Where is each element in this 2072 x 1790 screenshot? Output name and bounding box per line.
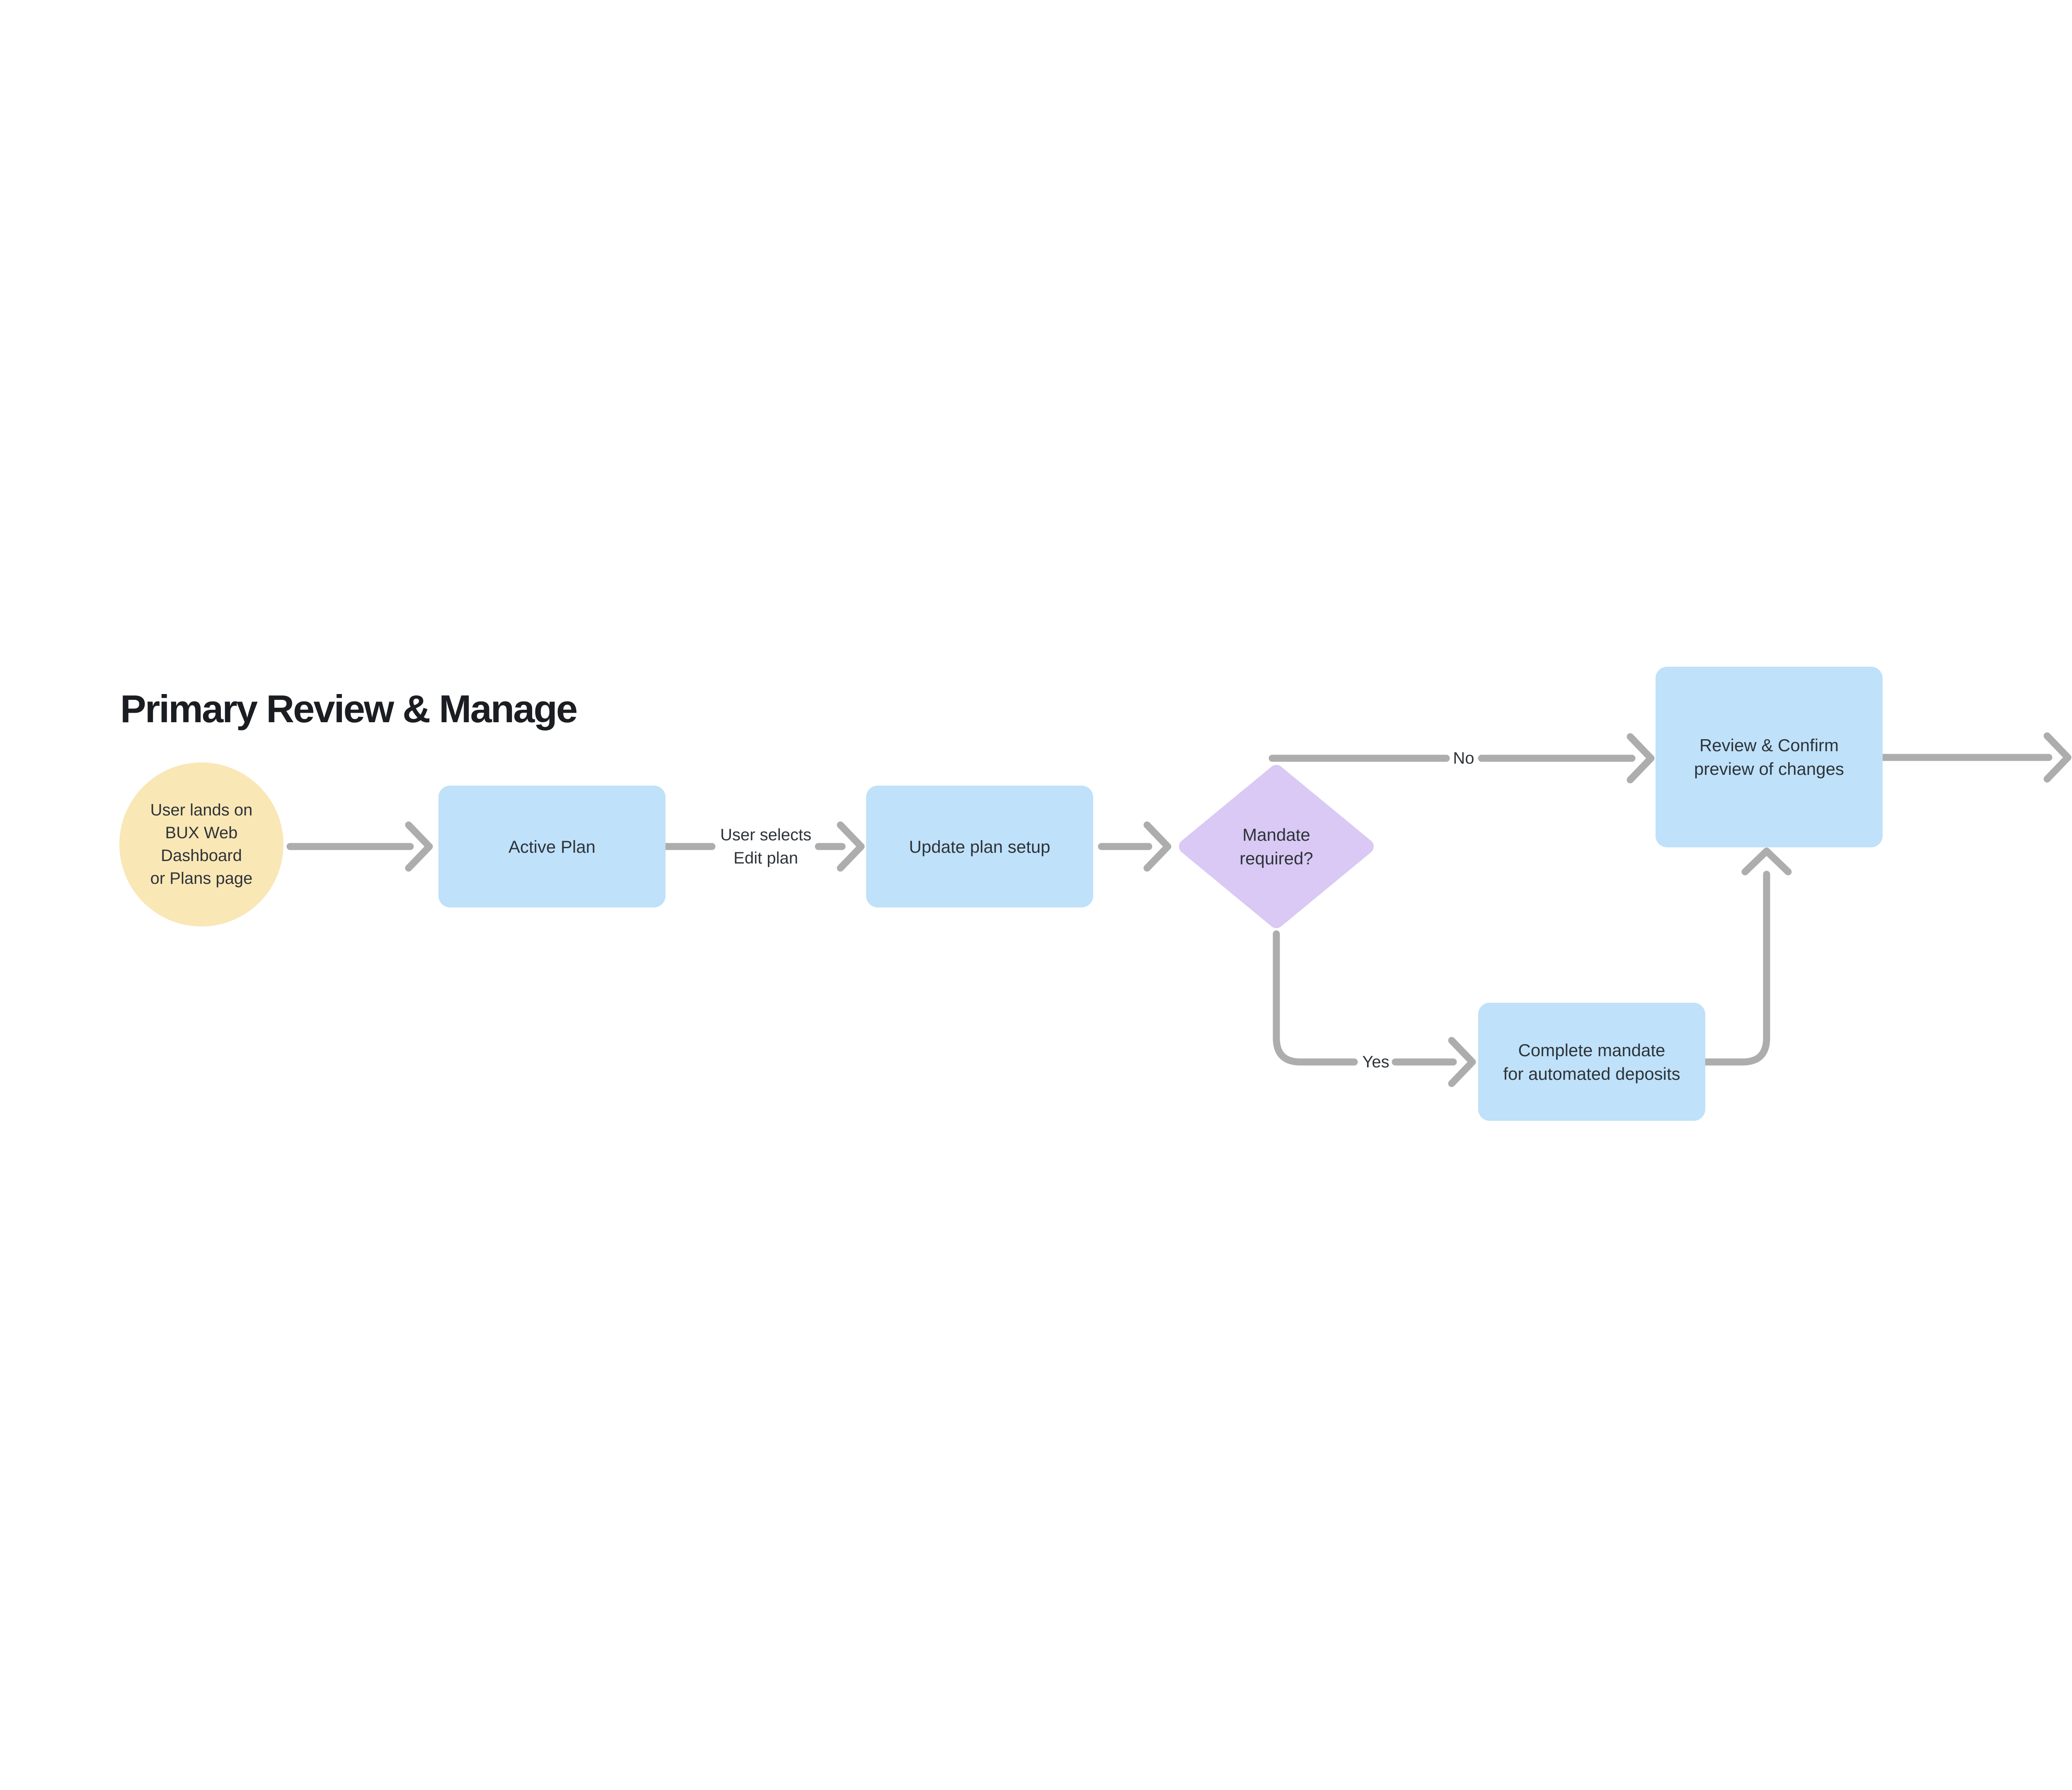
node-review-confirm[interactable]: Review & Confirm preview of changes — [1656, 667, 1883, 847]
edge-yes-drop — [1273, 930, 1358, 1066]
node-complete-mandate[interactable]: Complete mandate for automated deposits — [1478, 1003, 1705, 1121]
arrowhead-decision — [1143, 821, 1172, 872]
arrowhead-active-plan — [405, 821, 433, 872]
node-update-plan-setup[interactable]: Update plan setup — [866, 786, 1093, 907]
arrowhead-update — [837, 821, 865, 872]
decision-diamond-shape[interactable] — [1179, 765, 1374, 928]
edge-label-yes[interactable]: Yes — [1362, 1053, 1389, 1071]
node-mandate-decision-label[interactable]: Mandate required? — [1239, 825, 1313, 868]
node-start[interactable]: User lands on BUX Web Dashboard or Plans… — [119, 762, 283, 926]
arrowhead-review-up — [1741, 847, 1792, 876]
edge-label-no[interactable]: No — [1453, 749, 1474, 767]
node-active-plan[interactable]: Active Plan — [438, 786, 666, 907]
arrowhead-yes — [1448, 1037, 1476, 1087]
arrowhead-no — [1627, 733, 1655, 784]
edge-complete-to-review — [1702, 871, 1770, 1066]
page-title[interactable]: Primary Review & Manage — [120, 687, 578, 731]
edge-label-user-selects[interactable]: User selects Edit plan — [720, 826, 812, 867]
arrowhead-plan-created — [2043, 732, 2072, 783]
